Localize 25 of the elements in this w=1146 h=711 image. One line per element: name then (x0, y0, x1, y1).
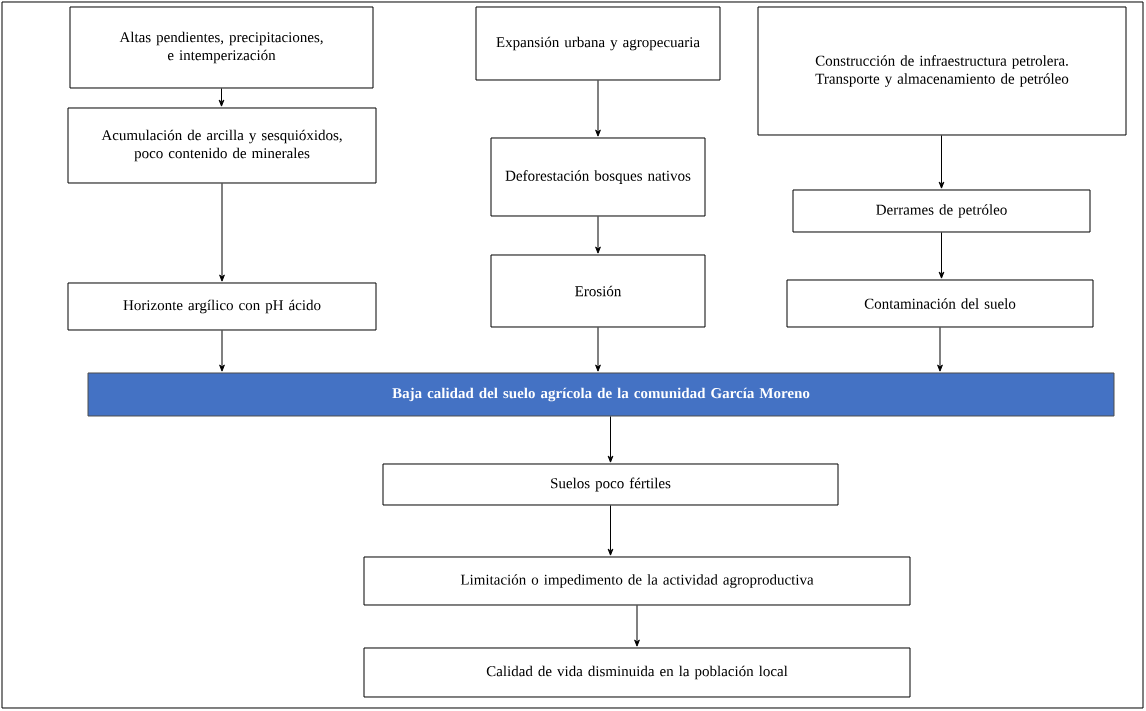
process-box: Suelos poco fértiles (382, 463, 839, 506)
arrow (937, 327, 943, 372)
process-box: Horizonte argílico con pH ácido (67, 282, 377, 331)
arrow (938, 232, 945, 279)
process-box: Contaminación del suelo (786, 279, 1094, 328)
process-box: Erosión (490, 254, 706, 328)
arrow (938, 135, 945, 189)
arrow (607, 416, 614, 463)
process-box: Altas pendientes, precipitaciones, e intemperización (69, 6, 374, 89)
arrow (595, 216, 601, 254)
process-box: Derrames de petróleo (792, 189, 1091, 233)
arrow (634, 605, 640, 647)
arrow (219, 183, 225, 282)
process-box: Limitación o impedimento de la actividad agroproductiva (363, 556, 911, 606)
process-box: Deforestación bosques nativos (490, 137, 706, 217)
process-box: Expansión urbana y agropecuaria (475, 6, 721, 81)
arrow (595, 80, 601, 137)
process-box: Acumulación de arcilla y sesquióxidos, poco contenido de minerales (67, 107, 377, 184)
arrow (219, 330, 225, 372)
arrow (218, 88, 225, 107)
banner-box: Baja calidad del suelo agrícola de la comunidad García Moreno (87, 372, 1115, 417)
arrow (607, 505, 614, 556)
process-box: Calidad de vida disminuida en la población local (363, 647, 911, 698)
arrow (595, 327, 601, 372)
process-box: Construcción de infraestructura petrolera. Transporte y almacenamiento de petróleo (757, 6, 1127, 136)
